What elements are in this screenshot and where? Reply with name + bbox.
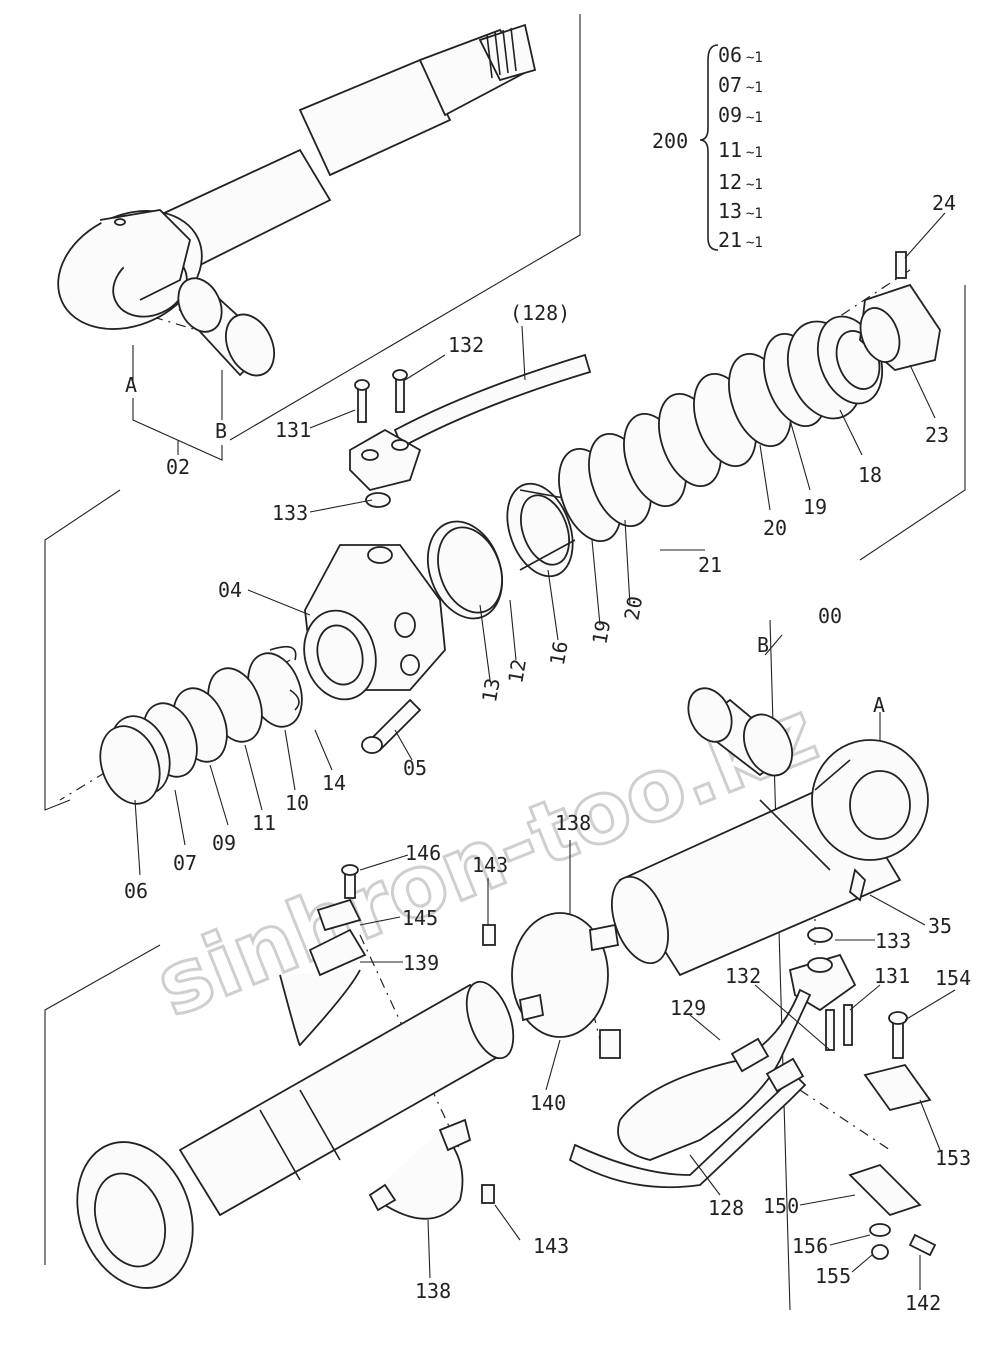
callout-20-low: 20 — [619, 594, 647, 622]
hose-top — [393, 353, 592, 449]
callout-a-right: A — [873, 693, 885, 717]
callout-131-low: 131 — [874, 964, 910, 988]
callout-21: 21 — [698, 553, 722, 577]
callout-132: 132 — [448, 333, 484, 357]
callout-b: B — [215, 419, 227, 443]
kit-entry-label: 06 — [718, 43, 742, 67]
seals-mid — [427, 482, 576, 620]
kit-entry-suffix: ~1 — [746, 177, 763, 193]
kit-brace — [699, 44, 719, 251]
callout-24: 24 — [932, 191, 956, 215]
callout-19-low: 19 — [587, 618, 615, 646]
callout-07: 07 — [173, 851, 197, 875]
hoses-lower — [568, 988, 812, 1189]
callout-20: 20 — [763, 516, 787, 540]
callout-140: 140 — [530, 1091, 566, 1115]
callout-16: 16 — [545, 639, 573, 667]
callout-133-low: 133 — [875, 929, 911, 953]
callout-02: 02 — [166, 455, 190, 479]
kit-number: 200 — [652, 129, 688, 153]
callout-156: 156 — [792, 1234, 828, 1258]
clamp-153 — [863, 1011, 932, 1112]
bracket-150 — [848, 1163, 937, 1260]
kit-entry-label: 09 — [718, 103, 742, 127]
callout-19: 19 — [803, 495, 827, 519]
kit-entry-label: 13 — [718, 199, 742, 223]
callout-13: 13 — [477, 676, 505, 704]
kit-list: 200 06 ~1 07 ~1 09 ~1 11 ~1 12 ~1 13 ~1 … — [652, 43, 763, 252]
callout-06: 06 — [124, 879, 148, 903]
callout-155: 155 — [815, 1264, 851, 1288]
callout-00: 00 — [818, 604, 842, 628]
piston-nut — [859, 251, 941, 371]
band-138-lower — [368, 1118, 495, 1220]
callout-146: 146 — [405, 841, 441, 865]
kit-entry-suffix: ~1 — [746, 206, 763, 222]
callout-11: 11 — [252, 811, 276, 835]
kit-entry-suffix: ~1 — [746, 235, 763, 251]
clamp-upper — [279, 864, 367, 1047]
cylinder-tube — [611, 739, 929, 977]
callout-143: 143 — [472, 853, 508, 877]
callout-10: 10 — [285, 791, 309, 815]
flange-top — [349, 369, 422, 508]
callout-04: 04 — [218, 578, 242, 602]
leader-lines — [132, 212, 956, 1290]
band-138 — [482, 912, 621, 1059]
kit-entry-suffix: ~1 — [746, 50, 763, 66]
piston-rod — [57, 23, 537, 330]
callout-154: 154 — [935, 966, 971, 990]
callout-145: 145 — [402, 906, 438, 930]
callout-23: 23 — [925, 423, 949, 447]
callout-b-right: B — [757, 633, 769, 657]
callout-128-ref: (128) — [510, 301, 570, 325]
callout-153: 153 — [935, 1146, 971, 1170]
kit-entry-label: 07 — [718, 73, 742, 97]
kit-entry-label: 11 — [718, 138, 742, 162]
kit-entry-suffix: ~1 — [746, 145, 763, 161]
kit-entry-suffix: ~1 — [746, 110, 763, 126]
bushing-right — [687, 687, 793, 777]
kit-entry-label: 21 — [718, 228, 742, 252]
rod-head — [303, 544, 446, 701]
callout-128: 128 — [708, 1196, 744, 1220]
callout-129: 129 — [670, 996, 706, 1020]
callout-150: 150 — [763, 1194, 799, 1218]
seals-left — [99, 645, 303, 805]
callout-142: 142 — [905, 1291, 941, 1315]
callout-138: 138 — [555, 811, 591, 835]
callout-labels: (128) 132 131 A B 02 24 23 18 19 20 21 1… — [124, 191, 971, 1315]
bushing-top — [177, 277, 275, 377]
callout-131: 131 — [275, 418, 311, 442]
callout-143-low: 143 — [533, 1234, 569, 1258]
callout-138-low: 138 — [415, 1279, 451, 1303]
callout-132-low: 132 — [725, 964, 761, 988]
callout-35: 35 — [928, 914, 952, 938]
callout-14: 14 — [322, 771, 346, 795]
bolt-05 — [361, 698, 422, 754]
callout-12: 12 — [503, 657, 531, 685]
kit-entry-suffix: ~1 — [746, 80, 763, 96]
callout-18: 18 — [858, 463, 882, 487]
callout-a: A — [125, 373, 137, 397]
cylinder-tube-bottom — [76, 980, 515, 1289]
callout-09: 09 — [212, 831, 236, 855]
callout-05: 05 — [403, 756, 427, 780]
kit-entry-label: 12 — [718, 170, 742, 194]
callout-139: 139 — [403, 951, 439, 975]
callout-133: 133 — [272, 501, 308, 525]
